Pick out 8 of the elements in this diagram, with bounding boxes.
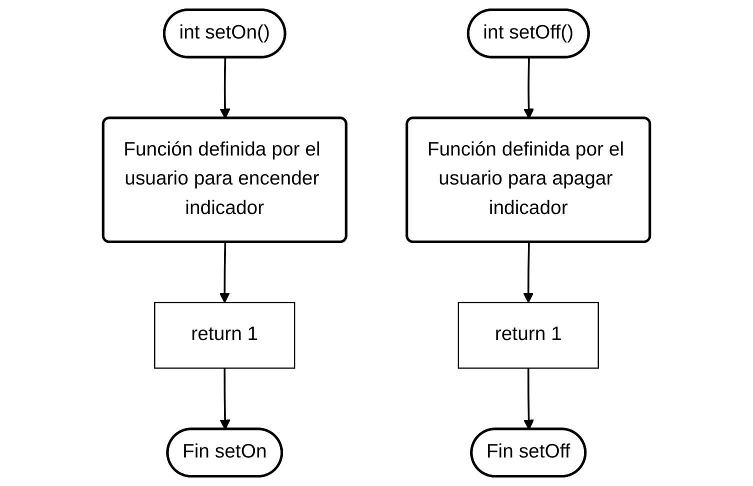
node-box: return 1 [154, 302, 296, 369]
node-box: return 1 [458, 302, 599, 369]
arrow [219, 242, 230, 304]
arrow [523, 368, 534, 430]
arrow [220, 368, 230, 430]
arrow [523, 58, 534, 119]
arrow [523, 242, 534, 304]
arrow [220, 58, 230, 119]
